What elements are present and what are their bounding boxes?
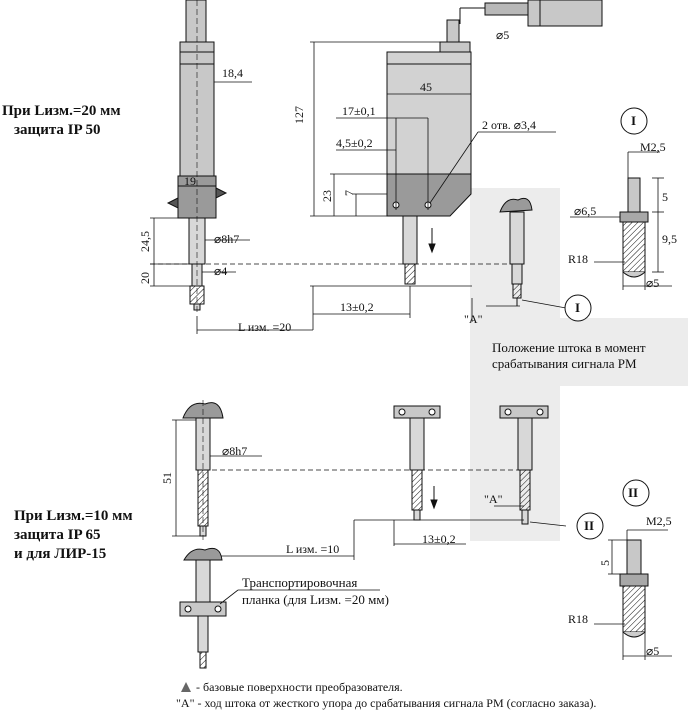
dim-stroke-a-top: "A" [464,312,483,326]
dim-height-7: 7 [342,190,356,196]
dim-holes: 2 отв. ⌀3,4 [482,118,536,132]
top-variant-title-line1: При Lизм.=20 мм [2,103,121,119]
detail-I-height-9-5: 9,5 [662,232,677,246]
sensor-side-view [386,0,603,285]
detail-I-drawing [570,151,672,290]
detail-I-mark: I [631,113,637,128]
top-variant-title-line2: защита IP 50 [14,122,101,138]
dim-height-24-5: 24,5 [138,231,152,252]
detail-II-thread: M2,5 [646,514,672,528]
callout-circle-I [564,294,592,322]
bottom-variant-title-line1: При Lизм.=10 мм [14,508,133,524]
detail-I-radius-18: R18 [568,252,589,266]
dim-height-51: 51 [160,472,174,484]
callout-II-label: II [584,518,595,533]
bottom-variant-title-line2: защита IP 65 [14,527,101,543]
bottom-variant-title-line3: и для ЛИР-15 [14,546,107,562]
base-surface-triangle-icon [181,682,191,692]
dim-cable-diameter: ⌀5 [496,28,510,42]
detail-I-height-5: 5 [662,190,668,204]
detail-II-radius-18: R18 [568,612,589,626]
callout-I-label: I [575,300,581,315]
dim-width-19: 19 [184,174,196,188]
detail-II-drawing [594,529,672,660]
dim-13-top: 13±0,2 [340,300,374,314]
detail-I-circle [620,107,648,135]
dim-diameter-4: ⌀4 [214,264,228,278]
position-note-line1: Положение штока в момент [492,340,646,355]
callout-circle-II [576,512,604,540]
left-top-dims [150,81,313,334]
dim-l-measure-10: L изм. =10 [286,542,340,556]
detail-II-circle [622,479,650,507]
dim-width-45: 45 [420,80,432,94]
dim-diameter-8h7: ⌀8h7 [214,232,240,246]
position-note-line2: срабатывания сигнала РМ [492,356,637,371]
probe-trigger-position-top [486,197,567,309]
probe-bottom-left [182,400,224,540]
probe-bottom-right [494,405,567,527]
dim-13-bottom: 13±0,2 [422,532,456,546]
lower-dims [172,419,524,560]
legend-base-surfaces: - базовые поверхности преобразователя. [196,680,403,694]
detail-II-diameter-5: ⌀5 [646,644,660,658]
detail-II-height-5: 5 [598,560,612,566]
detail-I-diameter-6-5: ⌀6,5 [574,204,597,218]
sensor-front-view [166,0,228,315]
probe-bottom-middle [393,405,441,521]
center-dims [310,41,556,330]
dim-l-measure-20: L изм. =20 [238,320,292,334]
legend-stroke-a: "A" - ход штока от жесткого упора до сра… [176,696,597,710]
dim-17: 17±0,1 [342,104,376,118]
transport-label-line2: планка (для Lизм. =20 мм) [242,592,389,607]
detail-II-mark: II [628,485,639,500]
dim-height-127: 127 [292,106,306,124]
detail-I-thread: M2,5 [640,140,666,154]
detail-I-diameter-5: ⌀5 [646,276,660,290]
probe-transport [179,547,380,669]
dim-height-23: 23 [320,190,334,202]
dim-width-18-4: 18,4 [222,66,243,80]
dim-stroke-a-bottom: "A" [484,492,503,506]
dim-height-20: 20 [138,272,152,284]
dim-4-5: 4,5±0,2 [336,136,373,150]
dim-diameter-8h7-bottom: ⌀8h7 [222,444,248,458]
transport-label-line1: Транспортировочная [242,575,358,590]
position-note-panel [470,318,688,386]
